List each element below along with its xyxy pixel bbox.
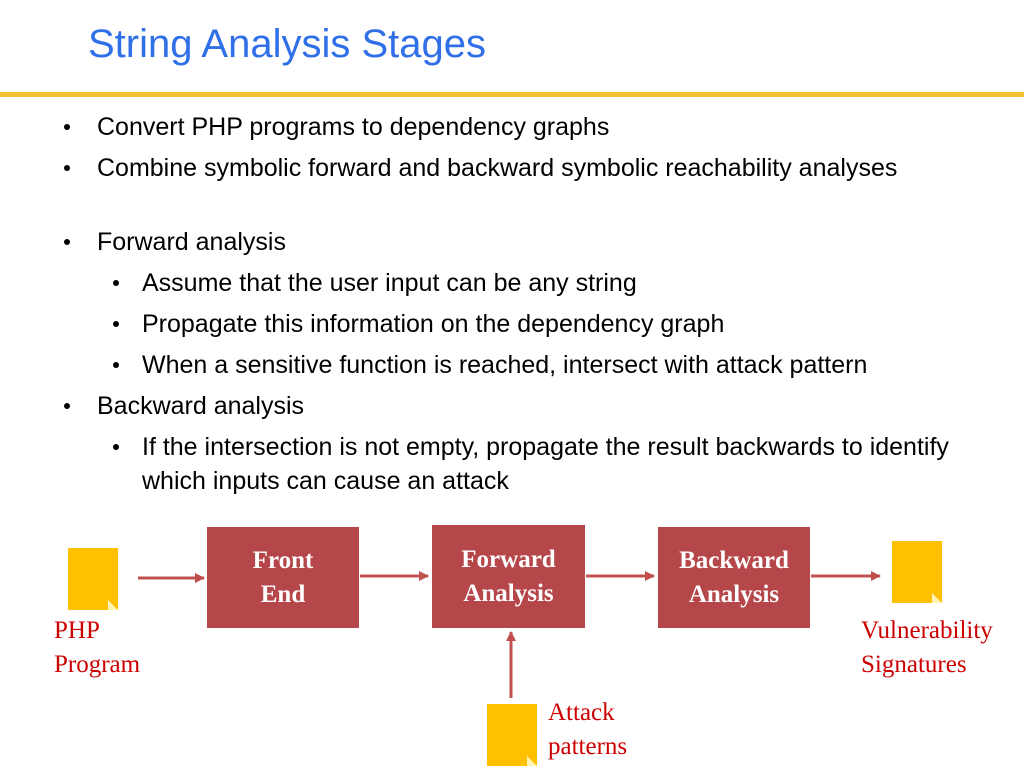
attack-patterns-document-icon <box>487 704 537 766</box>
bullet-text: Propagate this information on the depend… <box>142 310 725 338</box>
bullet-item: Backward analysis <box>64 389 977 423</box>
backward-analysis-label-line2: Analysis <box>688 580 780 608</box>
vulnerability-signatures-document-icon <box>892 541 942 603</box>
bullet-dot <box>113 321 119 327</box>
bullet-dot <box>64 403 70 409</box>
bullet-dot <box>64 165 70 171</box>
bullet-dot <box>113 444 119 450</box>
bullet-text: Combine symbolic forward and backward sy… <box>97 154 898 182</box>
front-end-box: Front End <box>207 527 359 628</box>
bullet-item: Convert PHP programs to dependency graph… <box>64 110 977 144</box>
bullet-text: If the intersection is not empty, propag… <box>142 433 949 495</box>
slide-title: String Analysis Stages <box>88 22 486 66</box>
bullet-dot <box>113 280 119 286</box>
front-end-label-line2: End <box>260 580 306 608</box>
sub-bullet-item: If the intersection is not empty, propag… <box>113 430 972 498</box>
bullet-text: Backward analysis <box>97 392 305 420</box>
sub-bullet-item: Assume that the user input can be any st… <box>113 266 1002 300</box>
sub-bullet-item: Propagate this information on the depend… <box>113 307 1002 341</box>
front-end-label-line1: Front <box>252 546 314 574</box>
bullet-text: Forward analysis <box>97 228 286 256</box>
title-underline <box>0 92 1024 97</box>
bullet-item: Forward analysis <box>64 225 977 259</box>
bullet-text: When a sensitive function is reached, in… <box>142 351 868 379</box>
bullet-item: Combine symbolic forward and backward sy… <box>64 151 977 185</box>
php-program-label: PHP Program <box>54 617 141 678</box>
bullet-dot <box>64 239 70 245</box>
backward-analysis-label-line1: Backward <box>679 546 789 574</box>
bullet-dot <box>113 362 119 368</box>
bullet-text: Assume that the user input can be any st… <box>142 269 637 297</box>
attack-patterns-label: Attack patterns <box>548 699 628 760</box>
php-program-document-icon <box>68 548 118 610</box>
forward-analysis-label-line1: Forward <box>461 545 556 573</box>
vulnerability-signatures-label: Vulnerability Signatures <box>861 617 993 678</box>
backward-analysis-box: Backward Analysis <box>658 527 810 628</box>
forward-analysis-box: Forward Analysis <box>432 525 585 628</box>
bullet-dot <box>64 124 70 130</box>
sub-bullet-item: When a sensitive function is reached, in… <box>113 348 1002 382</box>
forward-analysis-label-line2: Analysis <box>463 579 554 607</box>
bullet-text: Convert PHP programs to dependency graph… <box>97 113 610 141</box>
